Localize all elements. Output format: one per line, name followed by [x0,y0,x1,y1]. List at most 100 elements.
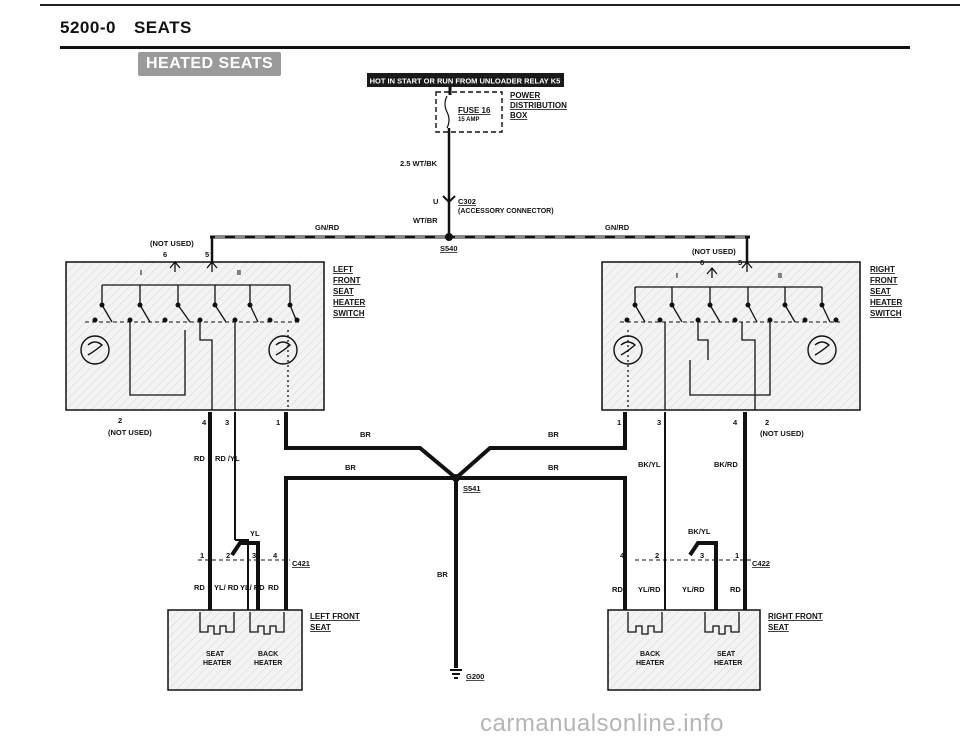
right-seat-heater-switch: (NOT USED) 6 5 I II [601,247,903,411]
right-front-seat-label-2: SEAT [768,623,789,632]
left-c421-pin-4: 4 [273,551,278,560]
right-pin-1: 1 [617,418,621,427]
seat-heater-label-right-2: HEATER [714,660,742,667]
ground-g200-symbol [450,669,462,679]
wire-label-br-2: BR [548,430,559,439]
left-pin-5: 5 [205,250,209,259]
c421-label: C421 [292,559,310,568]
s541-label: S541 [463,484,481,493]
right-roman-1: I [676,273,678,280]
wire-label-rd-left: RD [194,454,205,463]
right-switch-label-1: RIGHT [870,265,895,274]
pdb-label-line2: DISTRIBUTION [510,101,567,110]
fuse-label: FUSE 16 [458,106,491,115]
left-not-used-top: (NOT USED) [150,239,194,248]
section-number: 5200-0 [60,18,116,37]
seat-heater-label-right-1: SEAT [717,651,736,658]
left-seat-heater-switch: (NOT USED) 6 5 I II [65,239,366,411]
left-switch-label-5: SWITCH [333,309,365,318]
right-pin-3: 3 [657,418,661,427]
left-switch-label-4: HEATER [333,298,366,307]
wire-label-gnrd-left: GN/RD [315,223,340,232]
top-rule [40,4,960,6]
c422-label: C422 [752,559,770,568]
wire-label-br-4: BR [548,463,559,472]
wire-label-bkyl-right-2: BK/YL [688,527,711,536]
left-pin-6: 6 [163,250,167,259]
right-c422-pin-1: 1 [735,551,739,560]
right-roman-2: II [778,273,782,280]
g200-label: G200 [466,672,484,681]
right-pin-5: 5 [738,258,742,267]
left-pin-3: 3 [225,418,229,427]
c302-desc: (ACCESSORY CONNECTOR) [458,208,554,215]
s541-splice-dot [452,474,460,482]
left-front-seat-label-2: SEAT [310,623,331,632]
seat-heater-label-left-1: SEAT [206,651,225,658]
back-heater-label-right-1: BACK [640,651,660,658]
wire-label-gnrd-right: GN/RD [605,223,630,232]
right-pin-2: 2 [765,418,769,427]
left-front-seat: SEAT HEATER BACK HEATER LEFT FRONT SEAT [167,609,360,691]
relay-banner-text: HOT IN START OR RUN FROM UNLOADER RELAY … [370,77,561,86]
seat-heater-label-left-2: HEATER [203,660,231,667]
left-not-used-bottom: (NOT USED) [108,428,152,437]
power-distribution-box [435,91,503,133]
header-rule [60,46,910,49]
back-heater-label-left-2: HEATER [254,660,282,667]
page-header: 5200-0 SEATS [60,18,210,38]
left-front-seat-label-1: LEFT FRONT [310,612,360,621]
fuse-symbol [444,95,450,129]
wire-label-bkrd-right: BK/RD [714,460,738,469]
left-c421-pin-2: 2 [226,551,230,560]
pdb-label-line1: POWER [510,91,540,100]
wire-label-rd-right-2: RD [730,585,741,594]
back-heater-label-left-1: BACK [258,651,278,658]
wire-label-rd-left-2: RD [194,583,205,592]
right-switch-label-5: SWITCH [870,309,902,318]
watermark: carmanualsonline.info [480,710,724,737]
right-switch-label-3: SEAT [870,287,891,296]
c302-pin: U [433,197,438,206]
left-c421-pin-3: 3 [252,551,256,560]
right-c422-pin-2: 2 [655,551,659,560]
left-pin-2: 2 [118,416,122,425]
left-switch-label-1: LEFT [333,265,353,274]
wire-label-wtbr: WT/BR [413,216,438,225]
right-switch-label-2: FRONT [870,276,898,285]
right-front-seat-label-1: RIGHT FRONT [768,612,823,621]
fuse-rating: 15 AMP [458,117,479,123]
c302-connector-symbol [442,195,456,204]
page-title: SEATS [133,18,192,37]
right-front-seat: BACK HEATER SEAT HEATER RIGHT FRONT SEAT [607,609,823,691]
left-pin-1: 1 [276,418,280,427]
wire-label-2-5-wtbk: 2.5 WT/BK [400,159,438,168]
right-pin-4: 4 [733,418,738,427]
wire-label-ylrd-left-a: YL/ RD [214,583,239,592]
left-roman-1: I [140,270,142,277]
right-not-used-bottom: (NOT USED) [760,429,804,438]
wire-label-ylrd-left-b: YL/ RD [240,583,265,592]
wire-label-br-5: BR [437,570,448,579]
left-seat-wires [198,412,290,610]
wire-label-ylrd-right-a: YL/RD [638,585,661,594]
wire-label-br-1: BR [360,430,371,439]
right-switch-label-4: HEATER [870,298,903,307]
wire-label-rd-right: RD [612,585,623,594]
back-heater-label-right-2: HEATER [636,660,664,667]
br-ground-wires [284,412,627,668]
left-switch-label-3: SEAT [333,287,354,296]
right-seat-wires [635,412,752,610]
wire-label-bkyl-right: BK/YL [638,460,661,469]
left-roman-2: II [237,270,241,277]
right-c422-pin-3: 3 [700,551,704,560]
wire-label-br-3: BR [345,463,356,472]
wire-label-yl-left: YL [250,529,260,538]
subtitle-badge: HEATED SEATS [138,52,282,76]
wire-label-rd-left-3: RD [268,583,279,592]
right-pin-6: 6 [700,258,704,267]
left-c421-pin-1: 1 [200,551,204,560]
s540-label: S540 [440,244,458,253]
left-switch-label-2: FRONT [333,276,361,285]
